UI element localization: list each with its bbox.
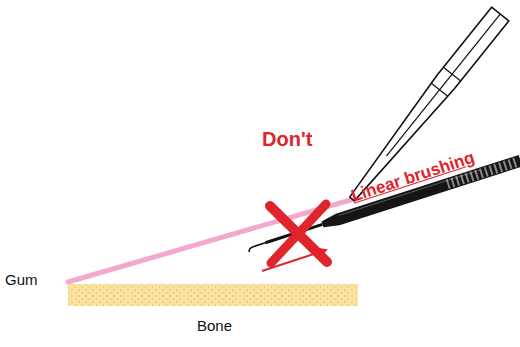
warning-label: Don't <box>262 128 312 150</box>
bone-texture <box>68 284 358 306</box>
gum-flap <box>68 199 354 282</box>
bone-block <box>68 284 358 306</box>
motion-arrow <box>262 250 326 271</box>
tissue-label: Gum <box>5 272 38 289</box>
prohibition-cross <box>270 204 327 263</box>
tissue-label: Bone <box>197 318 232 335</box>
